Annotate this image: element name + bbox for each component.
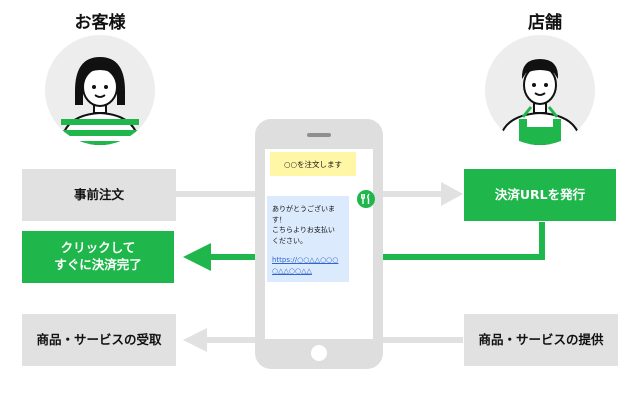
order-connector (176, 191, 268, 197)
reply-message-bubble: ありがとうございます！ こちらよりお支払い ください。 https://○○△△… (267, 196, 349, 282)
customer-avatar-icon (45, 35, 155, 145)
payment-link[interactable]: https://○○△△○○○○△△○○△△ (272, 256, 339, 275)
payment-step-line: すぐに決済完了 (54, 257, 142, 272)
reply-line: こちらよりお支払い (272, 226, 335, 234)
arrow-left-icon (183, 243, 211, 271)
order-step-box: 事前注文 (22, 169, 176, 221)
fork-knife-icon (357, 190, 375, 208)
receive-step-box: 商品・サービスの受取 (22, 314, 176, 366)
issue-url-step-box: 決済URLを発行 (464, 169, 616, 221)
store-staff-avatar-icon (485, 35, 595, 145)
phone-speaker (307, 133, 331, 137)
order-message-bubble: ○○を注文します (270, 152, 356, 176)
arrow-right-icon (441, 182, 463, 206)
store-title: 店舗 (528, 13, 562, 33)
payment-step-box: クリックして すぐに決済完了 (22, 231, 174, 283)
provide-step-box: 商品・サービスの提供 (464, 314, 618, 366)
payment-step-line: クリックして (60, 240, 136, 256)
issue-connector (383, 191, 443, 197)
arrow-left-icon (183, 328, 207, 352)
reply-line: ください。 (272, 236, 307, 245)
phone-home-button (311, 345, 327, 361)
url-down-connector (539, 222, 545, 260)
reply-line: ありがとうございます！ (272, 205, 335, 224)
customer-title: お客様 (74, 13, 126, 33)
